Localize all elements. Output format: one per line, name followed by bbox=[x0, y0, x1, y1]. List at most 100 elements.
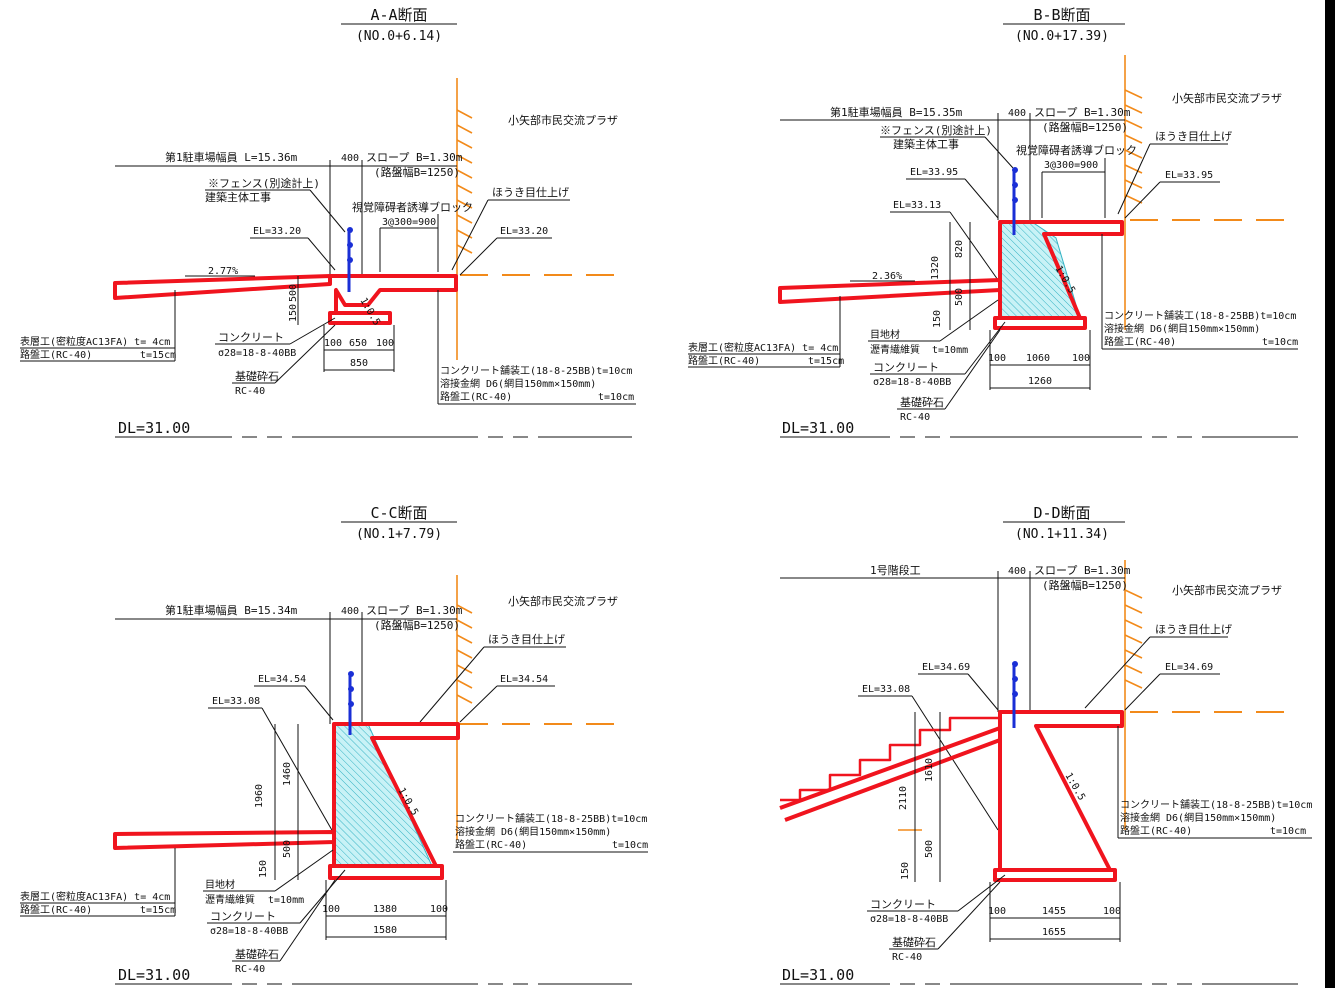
joint-material: 瀝青繊維質 bbox=[205, 893, 255, 906]
dim-100a: 100 bbox=[988, 353, 1006, 364]
broom-finish: ほうき目仕上げ bbox=[1155, 623, 1232, 636]
datum-level: DL=31.00 bbox=[118, 966, 190, 984]
roadbed-label: 路盤工(RC-40) bbox=[440, 390, 512, 403]
dim-100a: 100 bbox=[988, 906, 1006, 917]
gravel-spec: RC-40 bbox=[892, 952, 922, 963]
asphalt-pavement bbox=[778, 278, 1002, 304]
footing bbox=[328, 311, 392, 325]
datum-level: DL=31.00 bbox=[782, 419, 854, 437]
dim-1655: 1655 bbox=[1042, 927, 1066, 938]
slope-label: スロープ B=1.30m bbox=[1034, 564, 1131, 577]
datum-level: DL=31.00 bbox=[118, 419, 190, 437]
wall-hatch bbox=[1124, 89, 1143, 204]
dim-400: 400 bbox=[1008, 108, 1026, 119]
dim-150: 150 bbox=[932, 310, 943, 328]
right-edge-bar bbox=[1325, 0, 1335, 988]
stair-slab-bottom bbox=[784, 738, 1001, 822]
section-title: D-D断面 bbox=[1033, 504, 1090, 522]
tactile-block: 視覚障碍者誘導ブロック bbox=[1016, 143, 1137, 157]
gravel-label: 基礎砕石 bbox=[235, 369, 279, 383]
section-bb: B-B断面 (NO.0+17.39) 小矢部市民交流プラザ 第1駐車場幅員 B=… bbox=[688, 6, 1298, 438]
concrete-spec: σ28=18-8-40BB bbox=[218, 348, 296, 359]
parking-width: 第1駐車場幅員 B=15.35m bbox=[830, 105, 963, 119]
dim-1260: 1260 bbox=[1028, 376, 1052, 387]
plaza-label: 小矢部市民交流プラザ bbox=[508, 113, 618, 127]
roadbed-label: 路盤工(RC-40) bbox=[1120, 824, 1192, 837]
station-label: (NO.1+11.34) bbox=[1015, 527, 1109, 542]
broom-finish: ほうき目仕上げ bbox=[1155, 130, 1232, 143]
wall-hatch bbox=[456, 604, 473, 704]
roadbed-width: (路盤幅B=1250) bbox=[1042, 121, 1128, 134]
roadbed-width: (路盤幅B=1250) bbox=[374, 619, 460, 632]
dim-100b: 100 bbox=[1103, 906, 1121, 917]
concrete-pave: コンクリート舗装工(18-8-25BB)t=10cm bbox=[455, 812, 647, 825]
concrete-label: コンクリート bbox=[210, 910, 276, 923]
dim-1320: 1320 bbox=[930, 256, 941, 280]
dim-500: 500 bbox=[954, 288, 965, 306]
el-right: EL=33.20 bbox=[500, 226, 548, 237]
grade: 2.77% bbox=[208, 266, 238, 277]
plaza-label: 小矢部市民交流プラザ bbox=[1172, 583, 1282, 597]
el-top: EL=34.69 bbox=[922, 662, 970, 673]
surface-course: 表層工(密粒度AC13FA) t= 4cm bbox=[688, 341, 838, 354]
base-thickness: t=15cm bbox=[140, 905, 176, 916]
station-label: (NO.0+6.14) bbox=[356, 29, 442, 44]
slope-label: スロープ B=1.30m bbox=[1034, 106, 1131, 119]
gravel-spec: RC-40 bbox=[900, 412, 930, 423]
joint-label: 目地材 bbox=[205, 878, 235, 891]
wall-hatch bbox=[1124, 589, 1143, 689]
gravel-label: 基礎砕石 bbox=[892, 935, 936, 949]
asphalt-pavement bbox=[113, 830, 336, 850]
roadbed-thickness: t=10cm bbox=[1262, 337, 1298, 348]
weld-mesh: 溶接金網 D6(網目150mm×150mm) bbox=[455, 825, 611, 838]
dim-1060: 1060 bbox=[1026, 353, 1050, 364]
el-left: EL=33.08 bbox=[862, 684, 910, 695]
base-course: 路盤工(RC-40) bbox=[688, 354, 760, 367]
dim-100b: 100 bbox=[1072, 353, 1090, 364]
plaza-label: 小矢部市民交流プラザ bbox=[508, 594, 618, 608]
retaining-wall bbox=[999, 221, 1081, 319]
section-aa: A-A断面 (NO.0+6.14) 小矢部市民交流プラザ 第1駐車場幅員 L=1… bbox=[20, 6, 636, 438]
dim-1380: 1380 bbox=[373, 904, 397, 915]
datum-level: DL=31.00 bbox=[782, 966, 854, 984]
slope-label: スロープ B=1.30m bbox=[366, 151, 463, 164]
concrete-pave: コンクリート舗装工(18-8-25BB)t=10cm bbox=[1120, 798, 1312, 811]
concrete-pave: コンクリート舗装工(18-8-25BB)t=10cm bbox=[440, 364, 632, 377]
surface-course: 表層工(密粒度AC13FA) t= 4cm bbox=[20, 890, 170, 903]
el-top: EL=34.54 bbox=[258, 674, 306, 685]
dim-1610: 1610 bbox=[924, 758, 935, 782]
section-dd: D-D断面 (NO.1+11.34) 小矢部市民交流プラザ 1号階段工 400 … bbox=[779, 504, 1312, 985]
dim-850: 850 bbox=[350, 358, 368, 369]
tactile-spacing: 3@300=900 bbox=[1044, 160, 1098, 171]
broom-finish: ほうき目仕上げ bbox=[488, 633, 565, 646]
roadbed-width: (路盤幅B=1250) bbox=[1042, 579, 1128, 592]
footing bbox=[993, 316, 1087, 330]
dim-1455: 1455 bbox=[1042, 906, 1066, 917]
broom-finish: ほうき目仕上げ bbox=[492, 186, 569, 199]
gravel-spec: RC-40 bbox=[235, 386, 265, 397]
parking-width: 第1駐車場幅員 B=15.34m bbox=[165, 603, 298, 617]
dim-500: 500 bbox=[288, 284, 299, 302]
gravel-spec: RC-40 bbox=[235, 964, 265, 975]
dim-650: 650 bbox=[349, 338, 367, 349]
stair-slab-top bbox=[779, 726, 1001, 810]
el-right: EL=33.95 bbox=[1165, 170, 1213, 181]
joint-material: 瀝青繊維質 bbox=[870, 343, 920, 356]
dim-400: 400 bbox=[341, 606, 359, 617]
wall-outline bbox=[998, 710, 1124, 872]
el-left: EL=33.20 bbox=[253, 226, 301, 237]
dim-400: 400 bbox=[341, 153, 359, 164]
roadbed-thickness: t=10cm bbox=[598, 392, 634, 403]
footing bbox=[328, 864, 444, 880]
section-title: B-B断面 bbox=[1033, 6, 1090, 24]
joint-thickness: t=10mm bbox=[268, 895, 304, 906]
parking-width: 第1駐車場幅員 L=15.36m bbox=[165, 150, 298, 164]
dim-2110: 2110 bbox=[898, 786, 909, 810]
retaining-wall bbox=[333, 723, 433, 867]
grade: 2.36% bbox=[872, 271, 902, 282]
el-right: EL=34.54 bbox=[500, 674, 548, 685]
tactile-spacing: 3@300=900 bbox=[382, 217, 436, 228]
fence-note-2: 建築主体工事 bbox=[205, 190, 271, 204]
station-label: (NO.1+7.79) bbox=[356, 527, 442, 542]
concrete-pave: コンクリート舗装工(18-8-25BB)t=10cm bbox=[1104, 309, 1296, 322]
